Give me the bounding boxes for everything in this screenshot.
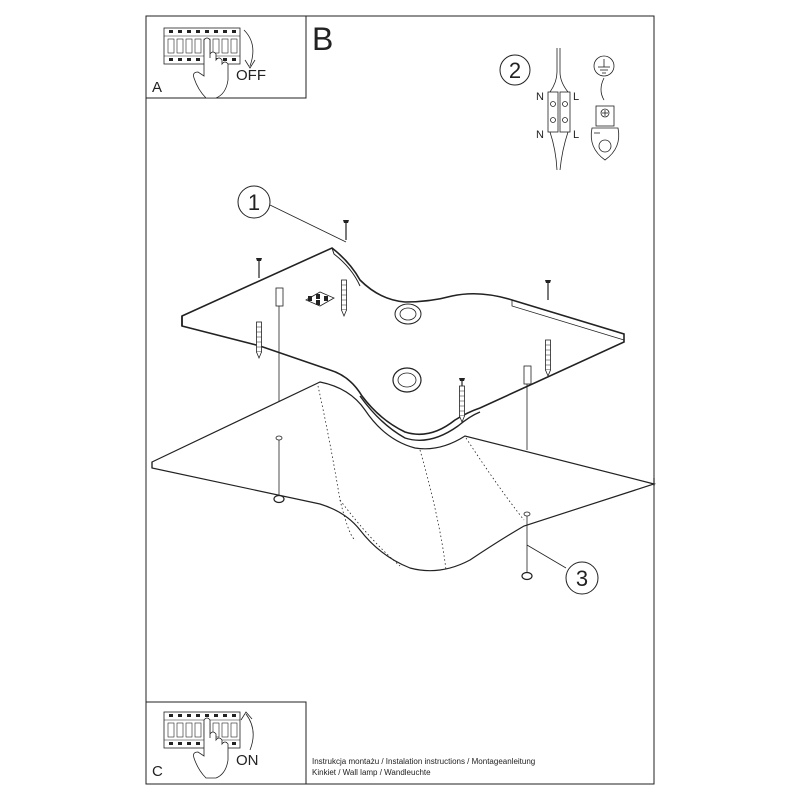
panel-c: C ON — [145, 701, 307, 785]
screw-icon — [342, 219, 350, 241]
callout-3-circle — [565, 561, 599, 595]
knob-icon — [273, 494, 285, 504]
footer-line-2: Kinkiet / Wall lamp / Wandleuchte — [312, 768, 431, 777]
panel-a-letter: A — [152, 79, 162, 96]
neutral-top-label: N — [536, 91, 544, 103]
wall-plug-icon — [459, 385, 465, 423]
callout-1-circle — [237, 185, 271, 219]
spacer-icon — [523, 365, 532, 385]
breaker-icon — [163, 27, 241, 65]
terminal-block-icon — [305, 291, 335, 307]
neutral-bottom-label: N — [536, 129, 544, 141]
spacer-icon — [275, 287, 284, 307]
callout-1-leader — [269, 204, 347, 243]
on-label: ON — [236, 752, 259, 769]
connector-block — [547, 48, 571, 171]
callout-3-label: 3 — [576, 566, 588, 591]
arrow-up-icon — [245, 713, 254, 751]
glass-shade: 3 — [151, 381, 657, 595]
arrow-head-icon — [244, 59, 256, 69]
mounting-plate: 1 — [181, 185, 625, 450]
footer-line-1: Instrukcja montażu / Instalation instruc… — [312, 757, 535, 766]
knob-icon — [521, 571, 533, 581]
panel-a: A OFF — [145, 15, 307, 99]
wall-plug-icon — [256, 321, 262, 359]
earth-icon — [593, 55, 615, 101]
earth-terminal-icon — [590, 105, 620, 161]
callout-2-circle — [499, 54, 531, 86]
arrow-down-icon — [243, 29, 254, 67]
screw-icon — [255, 257, 263, 279]
callout-3-leader — [526, 544, 567, 569]
panel-c-letter: C — [152, 763, 163, 780]
wall-plug-icon — [341, 279, 347, 317]
breaker-icon — [163, 711, 241, 749]
callout-2-label: 2 — [509, 58, 521, 83]
callout-1-label: 1 — [248, 190, 260, 215]
panel-b-letter: B — [312, 21, 333, 57]
page-frame — [145, 15, 655, 785]
wall-plug-icon — [545, 339, 551, 377]
screw-icon — [544, 279, 552, 301]
live-bottom-label: L — [573, 129, 579, 141]
wiring-diagram: 2 N L N L — [499, 48, 620, 171]
arrow-head-icon — [240, 711, 253, 721]
off-label: OFF — [236, 67, 266, 84]
live-top-label: L — [573, 91, 579, 103]
